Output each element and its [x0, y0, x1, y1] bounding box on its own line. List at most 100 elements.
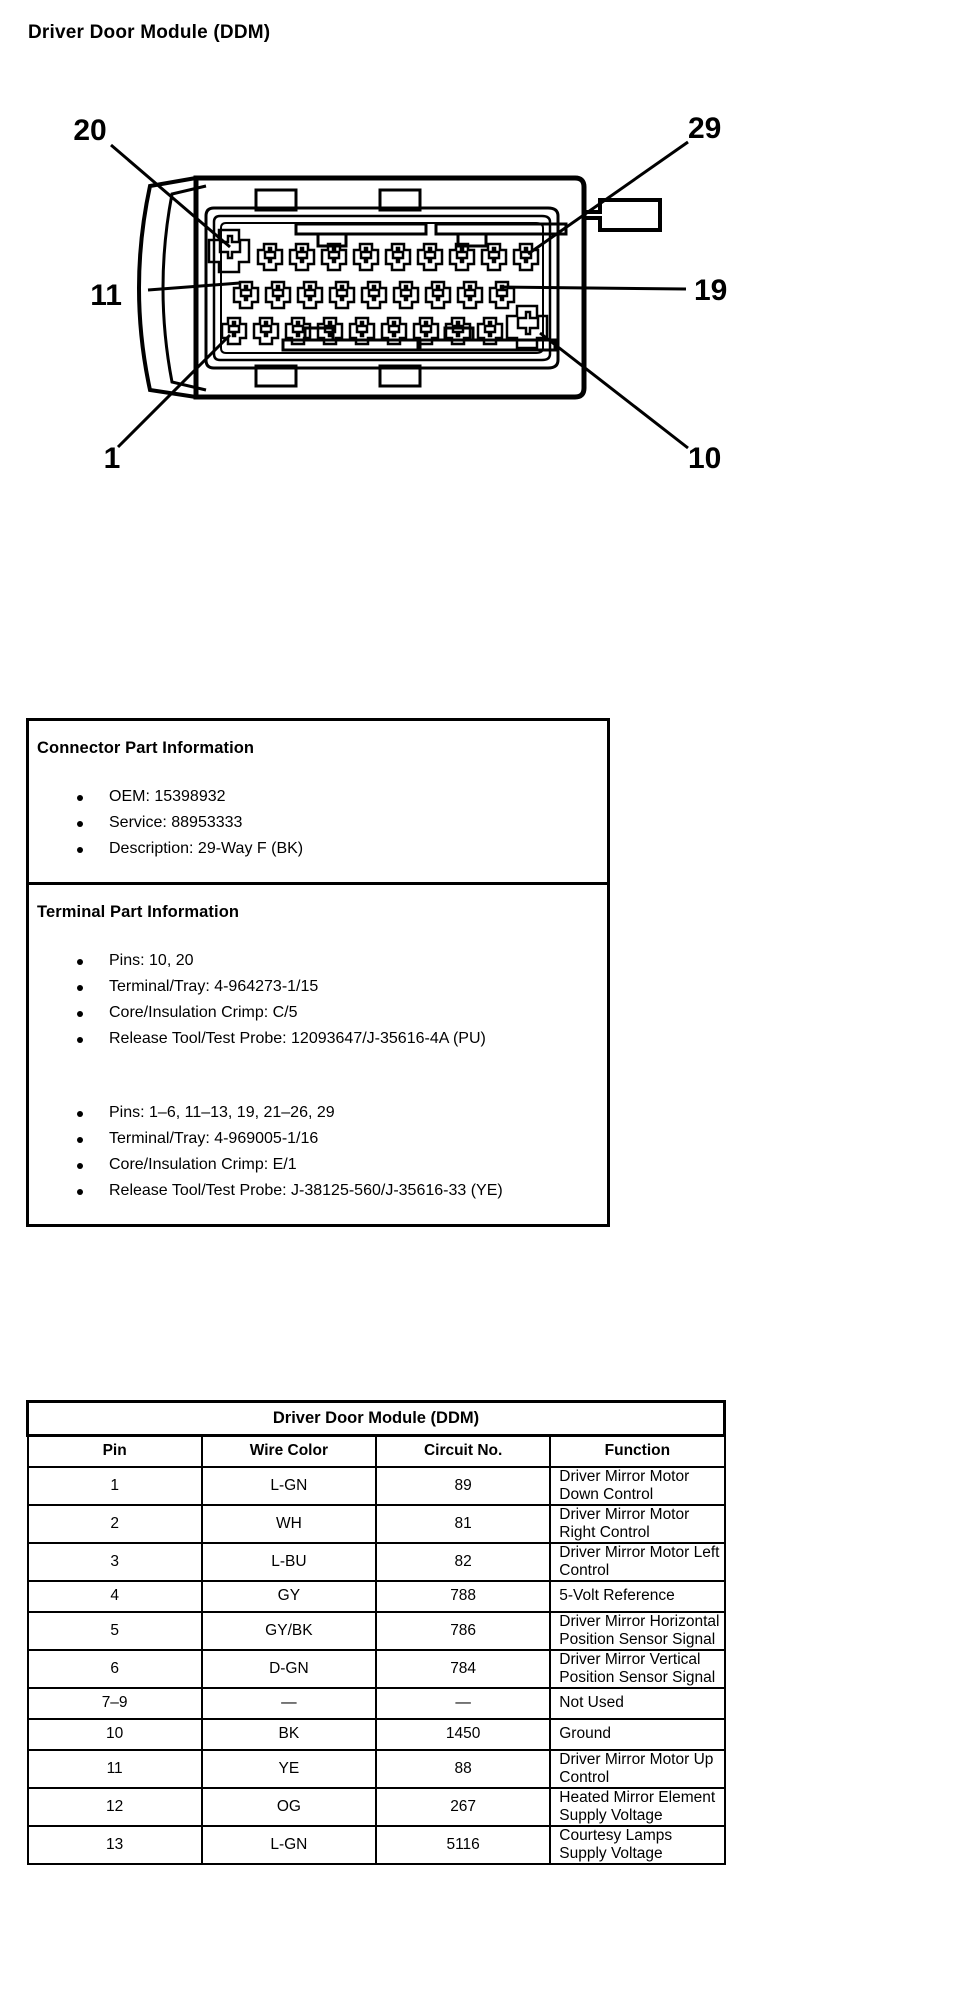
table-row: 10 BK 1450 Ground: [26, 1717, 726, 1751]
list-item: Service: 88953333: [29, 810, 607, 836]
list-item: Terminal/Tray: 4-964273-1/15: [29, 974, 607, 1000]
internal-rail-top-left-stub: [316, 232, 348, 248]
pinout-table-title: Driver Door Module (DDM): [26, 1400, 726, 1437]
cell-wire: OG: [200, 1786, 378, 1827]
cell-function: Driver Mirror Vertical Position Sensor S…: [549, 1648, 726, 1689]
connector-diagram-svg: 20 29 11 19 1 10: [73, 112, 727, 475]
cell-wire: L-GN: [200, 1465, 378, 1506]
table-row: 7–9 — — Not Used: [26, 1686, 726, 1720]
connector-latch-arm: [584, 198, 662, 232]
cell-circuit: 88: [374, 1748, 552, 1789]
connector-frame-1: [204, 206, 560, 370]
keying-tab-bottom-right: [378, 364, 422, 388]
leader-29: [527, 140, 689, 256]
cell-pin: 1: [26, 1465, 203, 1506]
cell-function: Courtesy Lamps Supply Voltage: [549, 1824, 726, 1865]
cell-wire: —: [200, 1686, 378, 1720]
internal-rail-top-right: [434, 222, 568, 236]
cell-function: Driver Mirror Motor Right Control: [549, 1503, 726, 1544]
list-item: OEM: 15398932: [29, 784, 607, 810]
cell-pin: 5: [26, 1610, 203, 1651]
connector-part-information-heading: Connector Part Information: [37, 739, 255, 757]
leader-19: [499, 285, 687, 291]
leader-10: [539, 331, 689, 450]
list-item: Release Tool/Test Probe: 12093647/J-3561…: [29, 1026, 607, 1052]
column-header-pin: Pin: [26, 1434, 203, 1468]
table-row: 11 YE 88 Driver Mirror Motor Up Control: [26, 1748, 726, 1789]
cell-circuit: 82: [374, 1541, 552, 1582]
internal-rail-top-right-stub: [456, 232, 488, 248]
list-item: Terminal/Tray: 4-969005-1/16: [29, 1126, 607, 1152]
cell-function: Driver Mirror Motor Down Control: [549, 1465, 726, 1506]
table-row: 4 GY 788 5-Volt Reference: [26, 1579, 726, 1613]
cell-pin: 11: [26, 1748, 203, 1789]
cell-circuit: 784: [374, 1648, 552, 1689]
column-header-circuit-no: Circuit No.: [374, 1434, 552, 1468]
callout-11-label: 11: [90, 279, 122, 312]
callout-10-label: 10: [688, 442, 721, 475]
leader-11: [147, 281, 241, 292]
cavity-pin-10: [505, 304, 549, 350]
terminal-part-information-group-1: Pins: 10, 20 Terminal/Tray: 4-964273-1/1…: [29, 948, 607, 1052]
table-row: 5 GY/BK 786 Driver Mirror Horizontal Pos…: [26, 1610, 726, 1651]
table-row: 1 L-GN 89 Driver Mirror Motor Down Contr…: [26, 1465, 726, 1506]
connector-left-boot: [137, 176, 197, 399]
table-row: 2 WH 81 Driver Mirror Motor Right Contro…: [26, 1503, 726, 1544]
part-information-box: Connector Part Information OEM: 15398932…: [26, 718, 610, 1227]
internal-rail-bottom-left: [281, 338, 420, 352]
cell-pin: 13: [26, 1824, 203, 1865]
cell-wire: GY: [200, 1579, 378, 1613]
cell-function: Driver Mirror Motor Left Control: [549, 1541, 726, 1582]
list-item: Description: 29-Way F (BK): [29, 836, 607, 862]
leader-20: [110, 143, 231, 249]
column-header-wire-color: Wire Color: [200, 1434, 378, 1468]
cavity-row-top: [256, 242, 540, 272]
terminal-part-information-section: Terminal Part Information Pins: 10, 20 T…: [29, 882, 607, 1224]
table-row: 6 D-GN 784 Driver Mirror Vertical Positi…: [26, 1648, 726, 1689]
column-header-function: Function: [549, 1434, 726, 1468]
cell-wire: WH: [200, 1503, 378, 1544]
connector-part-information-list: OEM: 15398932 Service: 88953333 Descript…: [29, 784, 607, 862]
cell-wire: L-GN: [200, 1824, 378, 1865]
keying-tab-top-left: [254, 188, 298, 212]
internal-rail-top-left: [294, 222, 428, 236]
cell-circuit: 89: [374, 1465, 552, 1506]
callout-20-label: 20: [73, 114, 106, 147]
callout-19-label: 19: [694, 274, 727, 307]
leader-1: [116, 333, 232, 449]
cell-circuit: 1450: [374, 1717, 552, 1751]
cell-pin: 6: [26, 1648, 203, 1689]
cell-wire: GY/BK: [200, 1610, 378, 1651]
cell-function: Heated Mirror Element Supply Voltage: [549, 1786, 726, 1827]
cell-function: Ground: [549, 1717, 726, 1751]
cell-function: Driver Mirror Horizontal Position Sensor…: [549, 1610, 726, 1651]
cell-circuit: 81: [374, 1503, 552, 1544]
callout-29-label: 29: [688, 112, 721, 145]
cell-function: Driver Mirror Motor Up Control: [549, 1748, 726, 1789]
terminal-part-information-heading: Terminal Part Information: [37, 903, 240, 921]
table-row: 13 L-GN 5116 Courtesy Lamps Supply Volta…: [26, 1824, 726, 1865]
list-item: Pins: 10, 20: [29, 948, 607, 974]
cell-circuit: 788: [374, 1579, 552, 1613]
connector-diagram: 20 29 11 19 1 10: [0, 90, 960, 510]
cell-pin: 12: [26, 1786, 203, 1827]
page-title: Driver Door Module (DDM): [28, 22, 271, 43]
cell-circuit: —: [374, 1686, 552, 1720]
cell-circuit: 267: [374, 1786, 552, 1827]
connector-outer-shell: [193, 175, 587, 400]
list-group-separator: [29, 1052, 607, 1078]
terminal-part-information-group-2: Pins: 1–6, 11–13, 19, 21–26, 29 Terminal…: [29, 1100, 607, 1204]
keying-tab-bottom-left: [254, 364, 298, 388]
connector-frame-2: [212, 214, 552, 362]
cell-wire: L-BU: [200, 1541, 378, 1582]
cell-pin: 7–9: [26, 1686, 203, 1720]
table-row: 12 OG 267 Heated Mirror Element Supply V…: [26, 1786, 726, 1827]
cell-pin: 4: [26, 1579, 203, 1613]
cavity-pin-20: [207, 228, 251, 274]
cell-wire: YE: [200, 1748, 378, 1789]
table-row: 3 L-BU 82 Driver Mirror Motor Left Contr…: [26, 1541, 726, 1582]
list-item: Core/Insulation Crimp: C/5: [29, 1000, 607, 1026]
cell-function: Not Used: [549, 1686, 726, 1720]
cell-pin: 10: [26, 1717, 203, 1751]
cell-function: 5-Volt Reference: [549, 1579, 726, 1613]
